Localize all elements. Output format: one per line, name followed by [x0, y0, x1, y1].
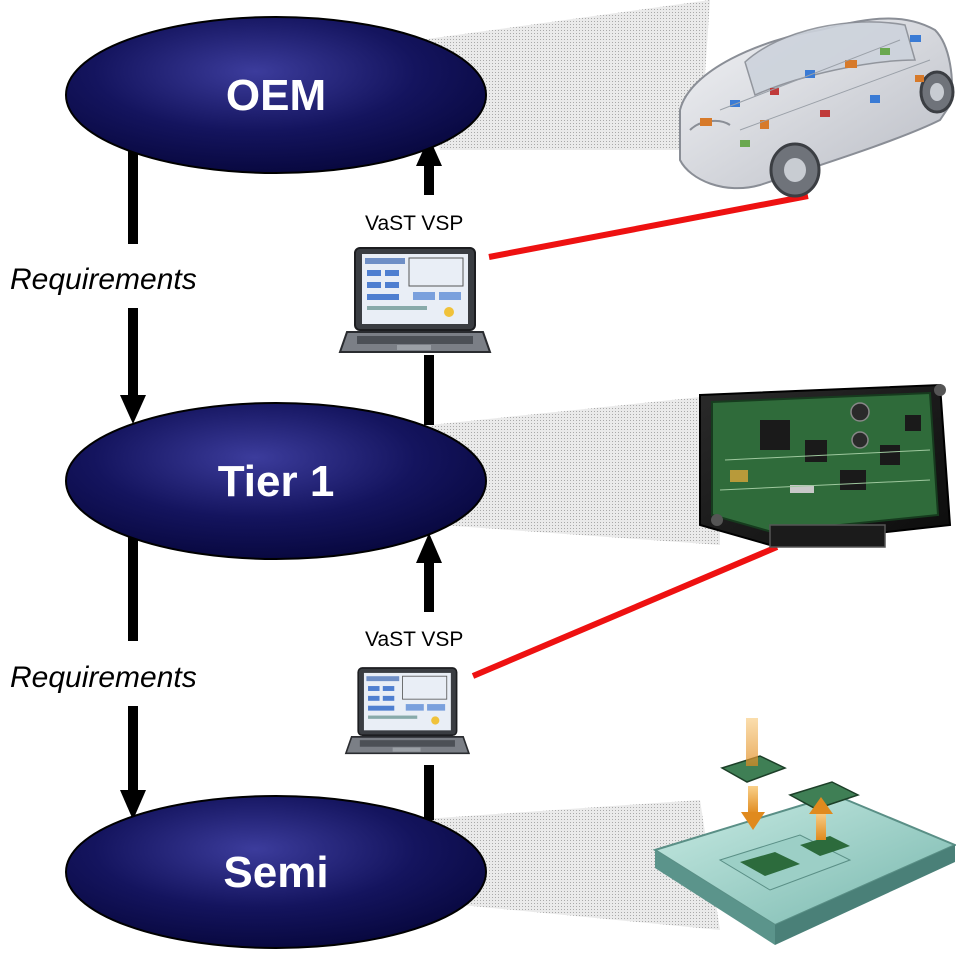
vsp-arrows — [416, 137, 442, 820]
semi-label: Semi — [223, 848, 328, 897]
tier1-ellipse — [65, 402, 487, 560]
laptop-icon — [344, 667, 471, 755]
laptop-icon — [338, 247, 492, 353]
red-link-lower — [471, 544, 779, 679]
vsp-arrowhead-upper — [416, 137, 442, 166]
oem-beam — [420, 0, 710, 150]
vsp-label-lower: VaST VSP — [365, 628, 463, 651]
oem-label: OEM — [226, 71, 326, 120]
requirements-label-upper: Requirements — [10, 263, 197, 296]
requirements-label-lower: Requirements — [10, 661, 197, 694]
semi-beam — [410, 800, 720, 930]
req-arrowhead-upper — [120, 395, 146, 424]
vsp-arrowhead-lower — [416, 533, 442, 563]
requirements-arrows — [120, 140, 146, 820]
projection-beams — [410, 0, 720, 930]
node-tier1: Tier 1 — [65, 402, 487, 560]
chip-package-icon — [652, 718, 956, 945]
oem-ellipse — [65, 16, 487, 174]
vsp-label-upper: VaST VSP — [365, 212, 463, 235]
red-link-upper — [488, 193, 809, 260]
semi-ellipse — [65, 795, 487, 949]
car-icon — [679, 17, 955, 198]
node-oem: OEM — [65, 16, 487, 174]
red-links — [471, 193, 809, 679]
node-semi: Semi — [65, 795, 487, 949]
ecu-board-icon — [699, 383, 952, 548]
tier1-label: Tier 1 — [218, 457, 335, 506]
req-arrowhead-lower — [120, 790, 146, 820]
tier1-beam — [430, 395, 720, 545]
